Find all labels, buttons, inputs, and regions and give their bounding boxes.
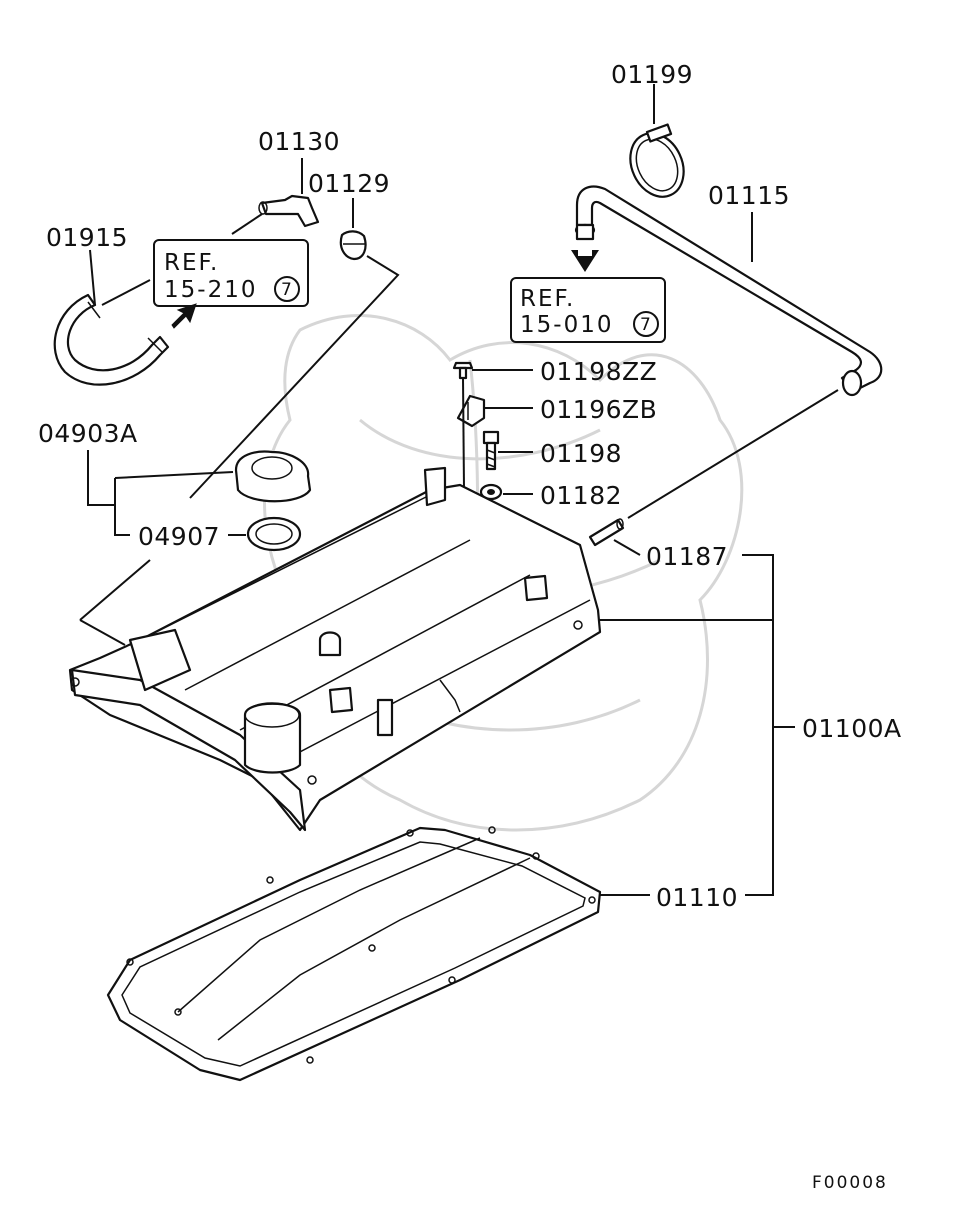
hose-clamp-01199 [629, 123, 685, 198]
part-label-01130: 01130 [258, 127, 340, 156]
rocker-cover-01100A [68, 466, 602, 832]
arrow-icon [171, 303, 197, 329]
o-ring-04907 [246, 516, 302, 552]
ref-label: REF. [520, 286, 575, 312]
ref-circle-number: 7 [281, 280, 294, 300]
breather-hose-01915 [53, 293, 170, 386]
ref-label: REF. [164, 250, 219, 276]
diagram-code: F00008 [812, 1173, 888, 1193]
ref-circle-number: 7 [640, 315, 653, 335]
part-label-04903A: 04903A [38, 419, 138, 448]
part-label-01100A: 01100A [802, 714, 902, 743]
ref-box-1: REF. 15-210 7 [153, 239, 309, 307]
oil-filler-cap-04903A [234, 450, 312, 503]
ref-code: 15-010 [520, 312, 613, 338]
part-label-01187: 01187 [646, 542, 728, 571]
part-label-01196ZB: 01196ZB [540, 395, 657, 424]
breather-hose-01115 [574, 185, 883, 397]
part-label-01915: 01915 [46, 223, 128, 252]
ref-code: 15-210 [164, 277, 257, 303]
bolt-01198 [482, 430, 500, 471]
cover-gasket-01110 [106, 826, 602, 1082]
part-label-01110: 01110 [656, 883, 738, 912]
part-label-04907: 04907 [138, 522, 220, 551]
part-label-01198ZZ: 01198ZZ [540, 357, 657, 386]
part-label-01182: 01182 [540, 481, 622, 510]
arrow-icon [571, 250, 599, 272]
bracket-01196ZB [456, 394, 486, 428]
washer-01182 [479, 483, 503, 501]
bolt-01198ZZ [452, 361, 474, 380]
part-label-01129: 01129 [308, 169, 390, 198]
ref-box-2: REF. 15-010 7 [510, 277, 666, 343]
part-label-01115: 01115 [708, 181, 790, 210]
part-label-01199: 01199 [611, 60, 693, 89]
grommet-01129 [339, 230, 367, 261]
part-label-01198: 01198 [540, 439, 622, 468]
pipe-01187 [588, 518, 625, 547]
elbow-fitting-01130 [258, 194, 320, 228]
